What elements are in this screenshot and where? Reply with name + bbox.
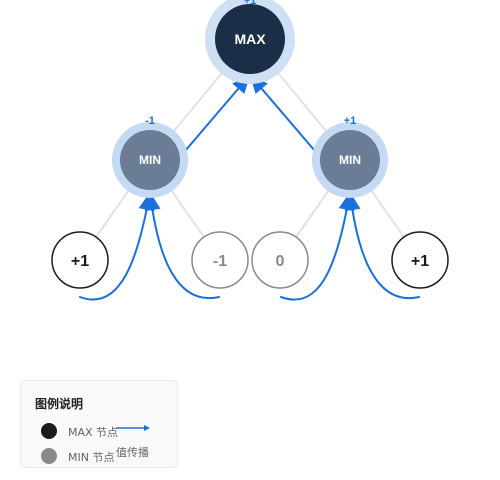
legend-propagation-item: 值传播 — [116, 418, 172, 462]
max-node-swatch — [41, 423, 57, 439]
max-node — [215, 4, 285, 74]
legend-max-label: MAX 节点 — [68, 426, 119, 439]
leaf-value-1: +1 — [71, 253, 89, 270]
propagation-arrowhead-leaf-4 — [344, 192, 361, 211]
max-node-value: +1 — [244, 0, 257, 7]
min-node-label-1: MIN — [139, 153, 161, 167]
propagation-arrow-leaf-1 — [79, 191, 151, 301]
leaf-value-2: -1 — [213, 253, 227, 270]
leaf-node-2 — [191, 231, 249, 289]
legend-panel: 图例说明 MAX 节点 MIN 节点 值传播 — [20, 380, 178, 468]
leaf-value-4: +1 — [411, 253, 429, 270]
legend-propagation-label: 值传播 — [116, 446, 149, 459]
leaf-node-1 — [51, 231, 109, 289]
leaf-node-3 — [251, 231, 309, 289]
propagation-arrow-leaf-2 — [149, 191, 220, 300]
min-node-1 — [120, 130, 180, 190]
legend-min-label: MIN 节点 — [68, 451, 115, 464]
leaf-value-3: 0 — [276, 253, 285, 270]
propagation-arrow-icon — [116, 425, 150, 431]
min-node-swatch — [41, 448, 57, 464]
leaf-node-4 — [391, 231, 449, 289]
legend-title: 图例说明 — [35, 397, 84, 411]
max-node-label: MAX — [234, 31, 266, 47]
propagation-arrow-leaf-4 — [349, 191, 420, 300]
propagation-arrowhead-leaf-2 — [144, 192, 161, 211]
propagation-arrow-leaf-3 — [280, 191, 351, 301]
min-node-label-2: MIN — [339, 153, 361, 167]
min-node-value-1: -1 — [145, 115, 155, 127]
min-node-2 — [320, 130, 380, 190]
min-node-value-2: +1 — [344, 115, 357, 127]
